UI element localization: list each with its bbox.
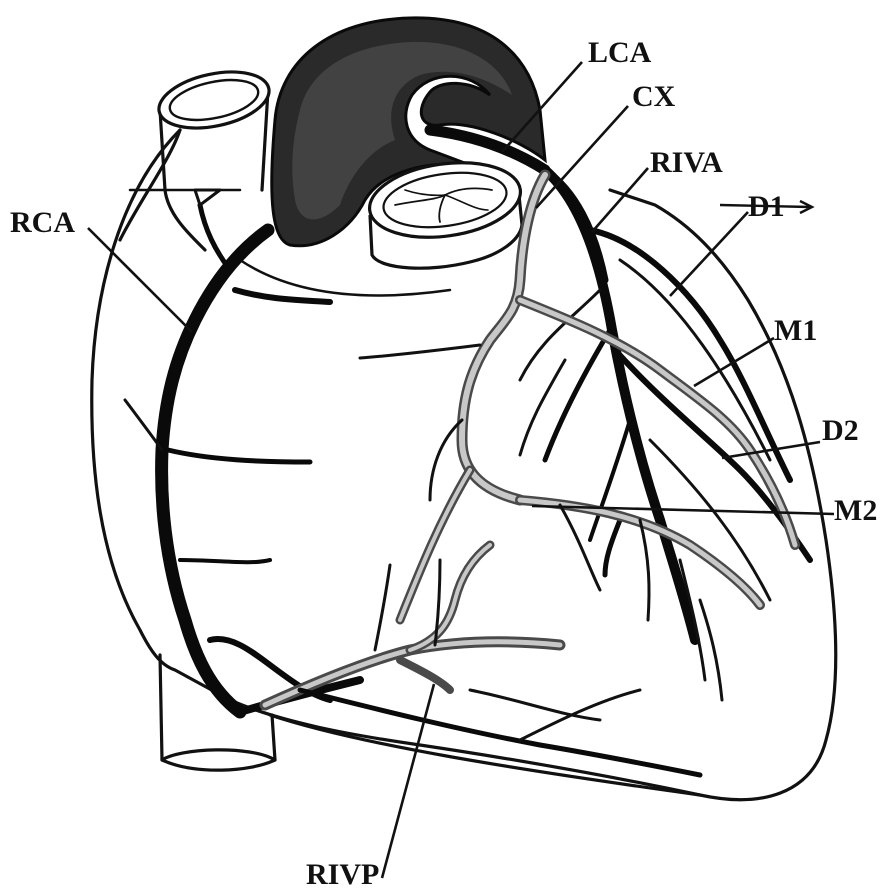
label-m1: M1 <box>774 314 817 347</box>
label-rca: RCA <box>10 206 75 239</box>
label-m2: M2 <box>834 494 877 527</box>
label-d2: D2 <box>822 414 859 447</box>
label-rivp: RIVP <box>306 858 379 889</box>
posterior-descending-artery <box>265 545 700 775</box>
label-cx: CX <box>632 80 676 113</box>
right-coronary-artery <box>125 190 360 712</box>
label-lca: LCA <box>588 36 652 69</box>
label-d1: D1 <box>748 190 785 223</box>
label-riva: RIVA <box>650 146 723 179</box>
leader-m1 <box>694 338 774 386</box>
